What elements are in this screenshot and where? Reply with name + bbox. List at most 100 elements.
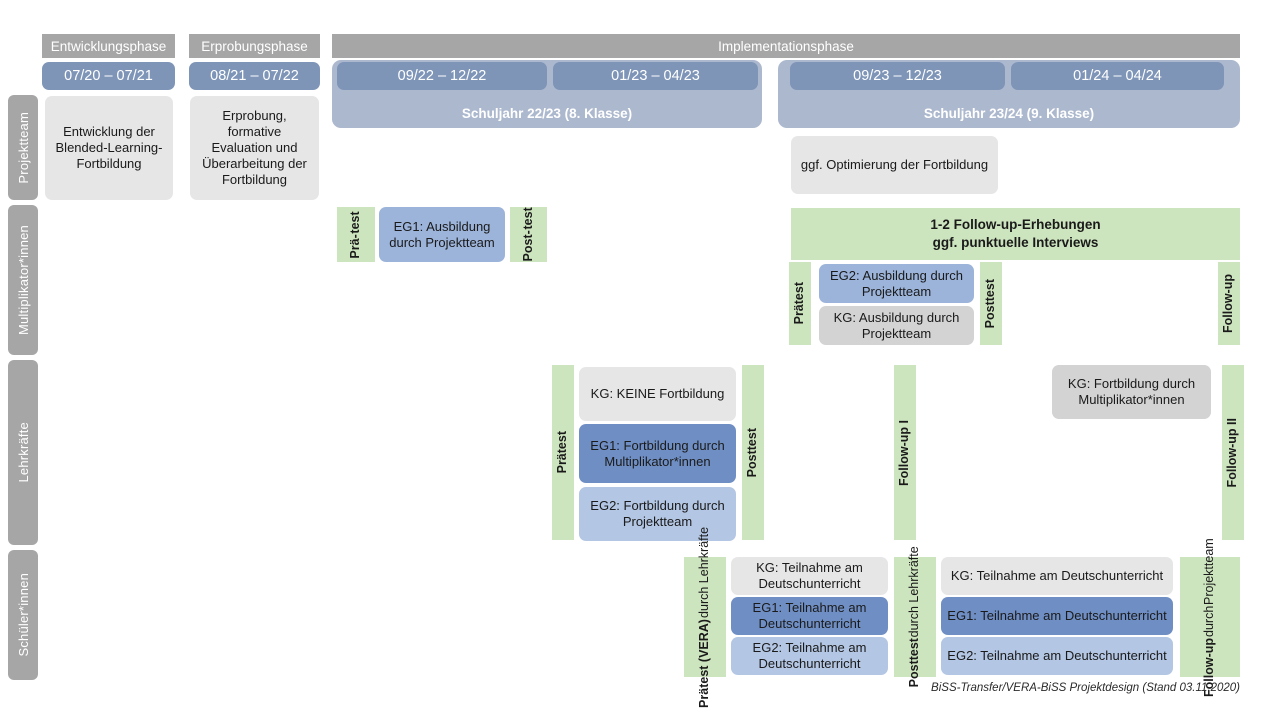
test-column-praetest-multiplikatoren-y2-text: Prätest xyxy=(792,282,807,325)
box-kg-ausbildung-projektteam-y2: KG: Ausbildung durch Projektteam xyxy=(819,306,974,345)
date-chip-entwicklung: 07/20 – 07/21 xyxy=(42,62,175,90)
lane-label-multiplikatoren: Multiplikator*innen xyxy=(8,205,38,355)
test-column-praetest-lehrkraefte: Prätest xyxy=(552,365,574,540)
box-eg2-teilnahme-deutschunterricht-y2: EG2: Teilnahme am Deutschunterricht xyxy=(941,637,1173,675)
posttest-lk-line1: Posttest xyxy=(745,427,760,478)
box-eg2-teilnahme-deutschunterricht-y2-label: EG2: Teilnahme am Deutschunterricht xyxy=(947,648,1167,664)
test-column-followup2-lehrkraefte-text: Follow-up II xyxy=(1225,417,1240,488)
box-kg-ausbildung-projektteam-y2-label: KG: Ausbildung durch Projektteam xyxy=(833,309,960,341)
banner-followup-erhebungen: 1-2 Follow-up-Erhebungen ggf. punktuelle… xyxy=(791,208,1240,260)
test-column-posttest-lehrkraefte-text: Posttest xyxy=(745,427,760,478)
banner-followup-erhebungen-line2: ggf. punktuelle Interviews xyxy=(932,235,1099,250)
phase-header-implementation-label: Implementationsphase xyxy=(718,38,854,54)
box-eg1-teilnahme-deutschunterricht-y1-label: EG1: Teilnahme am Deutschunterricht xyxy=(752,600,867,631)
test-column-posttest-multiplikatoren-y2-text: Posttest xyxy=(983,279,998,328)
followup2-lk-line1: Follow-up II xyxy=(1225,417,1240,488)
test-column-praetest-vera-schueler-text: Prätest (VERA) durch Lehrkräfte xyxy=(697,526,712,708)
test-column-praetest-vera-schueler: Prätest (VERA) durch Lehrkräfte xyxy=(684,527,726,707)
schoolyear-band-2324-label: Schuljahr 23/24 (9. Klasse) xyxy=(923,106,1095,121)
date-chip-impl-q4: 01/24 – 04/24 xyxy=(1011,62,1224,90)
date-chip-erprobung-label: 08/21 – 07/22 xyxy=(210,68,299,84)
posttest-m1-line2: test xyxy=(520,207,535,230)
test-column-praetest-multiplikatoren-y2: Prätest xyxy=(789,262,811,345)
box-eg1-teilnahme-deutschunterricht-y2-label: EG1: Teilnahme am Deutschunterricht xyxy=(947,608,1167,624)
test-column-followup1-lehrkraefte-text: Follow-up I xyxy=(897,419,912,486)
box-kg-teilnahme-deutschunterricht-y1-label: KG: Teilnahme am Deutschunterricht xyxy=(756,560,863,591)
praetest-m1-line2: test xyxy=(348,210,363,233)
box-kg-fortbildung-multiplikatoren: KG: Fortbildung durch Multiplikator*inne… xyxy=(1052,365,1211,419)
box-eg2-ausbildung-projektteam-y2-label: EG2: Ausbildung durch Projektteam xyxy=(830,267,963,299)
praetest-m2-line1: Prätest xyxy=(792,282,807,325)
date-chip-impl-q3: 09/23 – 12/23 xyxy=(790,62,1005,90)
lane-label-schueler-text: Schüler*innen xyxy=(15,573,31,657)
lane-label-schueler: Schüler*innen xyxy=(8,550,38,680)
phase-header-implementation: Implementationsphase xyxy=(332,34,1240,58)
date-chip-impl-q2-label: 01/23 – 04/23 xyxy=(611,68,700,84)
box-erprobung-evaluation: Erprobung, formative Evaluation und Über… xyxy=(190,96,319,200)
followup1-lk-line1: Follow-up I xyxy=(897,419,912,486)
posttest-sch-line1: Posttest xyxy=(907,638,922,688)
box-eg1-teilnahme-deutschunterricht-y1: EG1: Teilnahme am Deutschunterricht xyxy=(731,597,888,635)
box-entwicklung-fortbildung-label: Entwicklung der Blended-Learning-Fortbil… xyxy=(55,124,163,171)
box-eg1-fortbildung-multiplikatoren: EG1: Fortbildung durch Multiplikator*inn… xyxy=(579,424,736,483)
box-eg2-teilnahme-deutschunterricht-y1-label: EG2: Teilnahme am Deutschunterricht xyxy=(752,640,867,671)
praetest-sch-line1: Prätest (VERA) xyxy=(697,618,712,708)
test-column-praetest-lehrkraefte-text: Prätest xyxy=(555,431,570,474)
date-chip-impl-q3-label: 09/23 – 12/23 xyxy=(853,68,942,84)
test-column-followup1-lehrkraefte: Follow-up I xyxy=(894,365,916,540)
test-column-posttest-schueler-text: Posttest durch Lehrkräfte xyxy=(907,546,922,688)
followup-m2-line1: Follow-up xyxy=(1221,273,1236,333)
date-chip-impl-q1-label: 09/22 – 12/22 xyxy=(397,68,487,84)
praetest-m1-line1: Prä- xyxy=(348,233,363,259)
box-eg2-ausbildung-projektteam-y2: EG2: Ausbildung durch Projektteam xyxy=(819,264,974,303)
praetest-lk-line1: Prätest xyxy=(555,431,570,474)
test-column-posttest-multiplikatoren-y2: Posttest xyxy=(980,262,1002,345)
box-kg-teilnahme-deutschunterricht-y2: KG: Teilnahme am Deutschunterricht xyxy=(941,557,1173,595)
date-chip-impl-q2: 01/23 – 04/23 xyxy=(553,62,758,90)
lane-label-lehrkraefte-text: Lehrkräfte xyxy=(15,422,31,483)
box-kg-keine-fortbildung-label: KG: KEINE Fortbildung xyxy=(590,386,725,402)
box-eg2-fortbildung-projektteam: EG2: Fortbildung durch Projektteam xyxy=(579,487,736,541)
footer-note-text: BiSS-Transfer/VERA-BiSS Projektdesign (S… xyxy=(931,682,1240,694)
posttest-m1-line1: Post- xyxy=(520,230,535,262)
date-chip-impl-q1: 09/22 – 12/22 xyxy=(337,62,547,90)
schoolyear-band-2223-label: Schuljahr 22/23 (8. Klasse) xyxy=(461,106,633,121)
phase-header-erprobung: Erprobungsphase xyxy=(189,34,320,58)
lane-label-projektteam: Projektteam xyxy=(8,95,38,200)
lane-label-multiplikatoren-text: Multiplikator*innen xyxy=(15,224,31,336)
date-chip-entwicklung-label: 07/20 – 07/21 xyxy=(64,68,153,84)
test-column-praetest-multiplikatoren-y1-text: Prä- test xyxy=(348,210,363,259)
test-column-posttest-lehrkraefte: Posttest xyxy=(742,365,764,540)
box-eg2-teilnahme-deutschunterricht-y1: EG2: Teilnahme am Deutschunterricht xyxy=(731,637,888,675)
test-column-followup-schueler-text: Follow-up durch Projektteam xyxy=(1202,537,1217,697)
lane-label-projektteam-text: Projektteam xyxy=(15,111,31,184)
test-column-followup2-lehrkraefte: Follow-up II xyxy=(1222,365,1244,540)
box-erprobung-evaluation-label: Erprobung, formative Evaluation und Über… xyxy=(202,108,307,187)
box-entwicklung-fortbildung: Entwicklung der Blended-Learning-Fortbil… xyxy=(45,96,173,200)
box-kg-fortbildung-multiplikatoren-label: KG: Fortbildung durch Multiplikator*inne… xyxy=(1067,376,1196,407)
box-eg1-ausbildung-projektteam-y1-label: EG1: Ausbildung durch Projektteam xyxy=(389,218,495,250)
date-chip-impl-q4-label: 01/24 – 04/24 xyxy=(1073,68,1162,84)
date-chip-erprobung: 08/21 – 07/22 xyxy=(189,62,320,90)
praetest-sch-line2: durch Lehrkräfte xyxy=(697,526,712,618)
phase-header-entwicklung-label: Entwicklungsphase xyxy=(50,38,167,54)
followup-sch-line3: Projektteam xyxy=(1202,537,1217,605)
test-column-followup-multiplikatoren-y2: Follow-up xyxy=(1218,262,1240,345)
test-column-posttest-multiplikatoren-y1: Post- test xyxy=(510,207,547,262)
test-column-followup-schueler: Follow-up durch Projektteam xyxy=(1180,538,1240,697)
box-optimierung-fortbildung-label: ggf. Optimierung der Fortbildung xyxy=(800,157,989,173)
box-optimierung-fortbildung: ggf. Optimierung der Fortbildung xyxy=(791,136,998,194)
box-eg1-fortbildung-multiplikatoren-label: EG1: Fortbildung durch Multiplikator*inn… xyxy=(590,437,725,469)
footer-note: BiSS-Transfer/VERA-BiSS Projektdesign (S… xyxy=(840,682,1240,694)
test-column-praetest-multiplikatoren-y1: Prä- test xyxy=(337,207,375,262)
box-kg-teilnahme-deutschunterricht-y2-label: KG: Teilnahme am Deutschunterricht xyxy=(950,568,1164,584)
test-column-followup-multiplikatoren-y2-text: Follow-up xyxy=(1221,273,1236,333)
box-kg-keine-fortbildung: KG: KEINE Fortbildung xyxy=(579,367,736,421)
test-column-posttest-schueler: Posttest durch Lehrkräfte xyxy=(894,546,936,688)
lane-label-lehrkraefte: Lehrkräfte xyxy=(8,360,38,545)
banner-followup-erhebungen-line1: 1-2 Follow-up-Erhebungen xyxy=(930,217,1101,233)
phase-header-entwicklung: Entwicklungsphase xyxy=(42,34,175,58)
box-kg-teilnahme-deutschunterricht-y1: KG: Teilnahme am Deutschunterricht xyxy=(731,557,888,595)
followup-sch-line2: durch xyxy=(1202,605,1217,637)
